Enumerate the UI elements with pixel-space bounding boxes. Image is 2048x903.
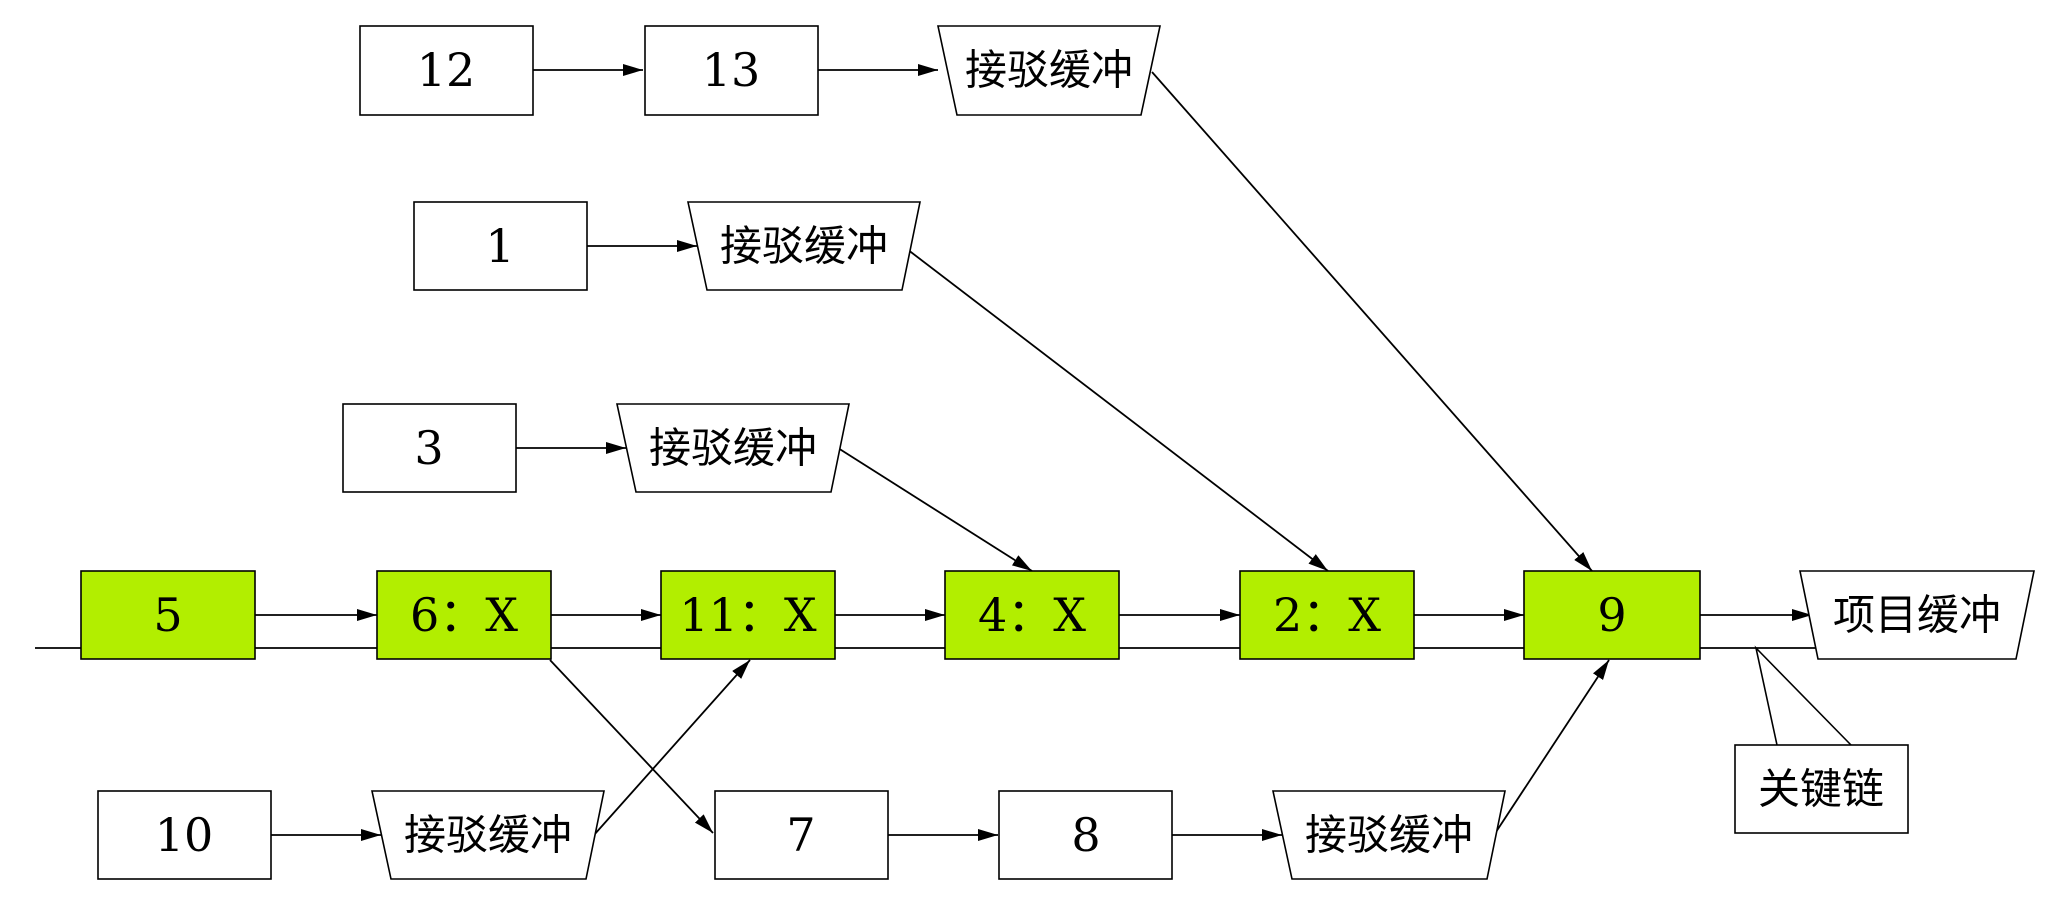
node-12: 12: [359, 25, 534, 116]
edge-buffer13-9: [1151, 71, 1593, 572]
node-6-label: 6：X: [410, 588, 518, 642]
node-10: 10: [97, 790, 272, 880]
node-11-label: 11：X: [679, 588, 817, 642]
feeding-buffer-3-label: 接驳缓冲: [649, 424, 817, 473]
edge-buffer1-2: [902, 245, 1329, 572]
node-1: 1: [413, 201, 588, 291]
node-2-label: 2：X: [1273, 588, 1381, 642]
node-4: 4：X: [944, 570, 1120, 660]
node-8-label: 8: [1071, 808, 1100, 862]
critical-chain-label: 关键链: [1758, 765, 1884, 814]
project-buffer: 项目缓冲: [1799, 570, 2035, 660]
edge-buffer3-4: [837, 447, 1033, 572]
node-3: 3: [342, 403, 517, 493]
node-13-label: 13: [702, 43, 761, 97]
edge-6-7: [549, 659, 714, 834]
feeding-buffer-13-label: 接驳缓冲: [965, 46, 1133, 95]
node-7: 7: [714, 790, 889, 880]
feeding-buffer-8-label: 接驳缓冲: [1305, 811, 1473, 860]
edges: [255, 64, 1812, 841]
feeding-buffer-13: 接驳缓冲: [937, 25, 1161, 116]
node-1-label: 1: [485, 219, 514, 273]
node-13: 13: [644, 25, 819, 116]
node-3-label: 3: [414, 421, 443, 475]
feeding-buffer-10: 接驳缓冲: [371, 790, 605, 880]
node-5: 5: [80, 570, 256, 660]
edge-buffer8-9: [1493, 659, 1610, 836]
node-4-label: 4：X: [978, 588, 1086, 642]
node-12-label: 12: [417, 43, 476, 97]
feeding-buffer-10-label: 接驳缓冲: [404, 811, 572, 860]
callout-pointer: [1754, 645, 1852, 746]
node-2: 2：X: [1239, 570, 1415, 660]
edge-buffer10-11: [593, 659, 751, 836]
node-10-label: 10: [155, 808, 214, 862]
node-8: 8: [998, 790, 1173, 880]
node-6: 6：X: [376, 570, 552, 660]
node-7-label: 7: [786, 808, 815, 862]
node-5-label: 5: [153, 588, 182, 642]
feeding-buffer-1: 接驳缓冲: [687, 201, 921, 291]
node-9: 9: [1523, 570, 1701, 660]
node-9-label: 9: [1597, 588, 1626, 642]
project-buffer-label: 项目缓冲: [1833, 591, 2001, 640]
feeding-buffer-1-label: 接驳缓冲: [720, 222, 888, 271]
feeding-buffer-3: 接驳缓冲: [616, 403, 850, 493]
node-11: 11：X: [660, 570, 836, 660]
critical-chain-callout: 关键链: [1734, 645, 1909, 834]
feeding-buffer-8: 接驳缓冲: [1272, 790, 1506, 880]
